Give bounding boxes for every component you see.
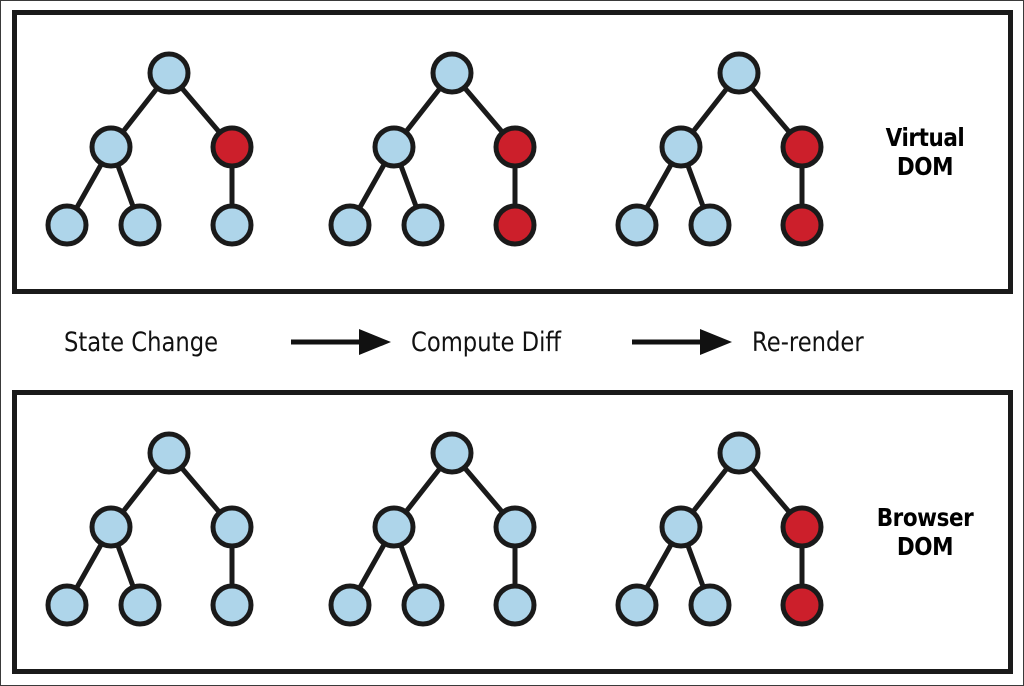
tree-node-blue[interactable] xyxy=(659,125,703,169)
panel-browser-dom: Browser DOM xyxy=(12,390,1013,674)
panel-virtual-dom: Virtual DOM xyxy=(12,10,1013,294)
tree-node-red[interactable] xyxy=(493,203,537,247)
arrow-right-icon xyxy=(630,326,734,358)
flow-step-compute-diff: Compute Diff xyxy=(411,326,562,358)
tree-node-blue[interactable] xyxy=(688,583,732,627)
panel-label-line-2: DOM xyxy=(896,532,954,561)
tree-node-blue[interactable] xyxy=(401,583,445,627)
tree-node-blue[interactable] xyxy=(493,583,537,627)
browser-dom-tree-unchanged xyxy=(328,431,537,627)
tree-node-blue[interactable] xyxy=(118,203,162,247)
tree-node-blue[interactable] xyxy=(210,505,254,549)
tree-node-blue[interactable] xyxy=(688,203,732,247)
tree-node-blue[interactable] xyxy=(430,431,474,475)
tree-node-blue[interactable] xyxy=(372,505,416,549)
tree-node-blue[interactable] xyxy=(89,125,133,169)
tree-node-blue[interactable] xyxy=(659,505,703,549)
tree-node-blue[interactable] xyxy=(118,583,162,627)
tree-node-blue[interactable] xyxy=(147,431,191,475)
panel-label-line-1: Browser xyxy=(876,503,974,532)
tree-node-red[interactable] xyxy=(780,203,824,247)
arrow-right-icon xyxy=(289,326,393,358)
tree-node-blue[interactable] xyxy=(493,505,537,549)
virtual-dom-tree-diffed xyxy=(328,51,537,247)
tree-node-blue[interactable] xyxy=(210,583,254,627)
virtual-dom-tree-rerendered xyxy=(615,51,824,247)
tree-node-blue[interactable] xyxy=(717,431,761,475)
tree-node-blue[interactable] xyxy=(89,505,133,549)
browser-dom-tree-patched xyxy=(615,431,824,627)
virtual-dom-tree-row xyxy=(17,15,897,289)
tree-node-blue[interactable] xyxy=(430,51,474,95)
panel-label-browser-dom: Browser DOM xyxy=(860,503,990,561)
tree-node-blue[interactable] xyxy=(45,203,89,247)
virtual-dom-tree-initial xyxy=(45,51,254,247)
tree-node-red[interactable] xyxy=(210,125,254,169)
tree-node-blue[interactable] xyxy=(717,51,761,95)
flow-step-re-render: Re-render xyxy=(752,326,864,358)
panel-label-line-1: Virtual xyxy=(885,123,965,152)
tree-node-blue[interactable] xyxy=(372,125,416,169)
tree-node-red[interactable] xyxy=(780,125,824,169)
tree-node-red[interactable] xyxy=(780,505,824,549)
tree-node-blue[interactable] xyxy=(147,51,191,95)
tree-node-blue[interactable] xyxy=(45,583,89,627)
tree-node-blue[interactable] xyxy=(401,203,445,247)
flow-row: State Change Compute Diff Re-render xyxy=(12,300,1013,384)
panel-label-line-2: DOM xyxy=(896,152,954,181)
tree-node-red[interactable] xyxy=(493,125,537,169)
browser-dom-tree-initial xyxy=(45,431,254,627)
tree-node-red[interactable] xyxy=(780,583,824,627)
browser-dom-tree-row xyxy=(17,395,897,669)
panel-label-virtual-dom: Virtual DOM xyxy=(860,123,990,181)
tree-node-blue[interactable] xyxy=(210,203,254,247)
tree-node-blue[interactable] xyxy=(328,203,372,247)
flow-step-state-change: State Change xyxy=(64,326,219,358)
tree-node-blue[interactable] xyxy=(328,583,372,627)
tree-node-blue[interactable] xyxy=(615,583,659,627)
tree-node-blue[interactable] xyxy=(615,203,659,247)
